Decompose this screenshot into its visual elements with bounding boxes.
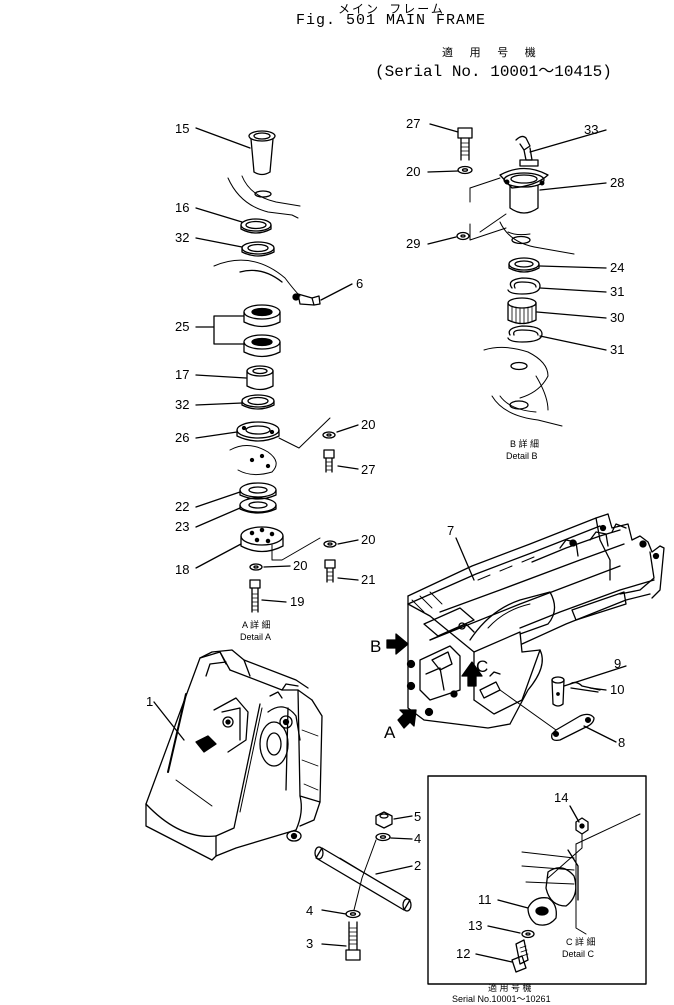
part-20-washer-a [322, 431, 336, 439]
part-31-snap-ring-upper [507, 277, 541, 295]
callout-20-c: 20 [293, 558, 307, 573]
callout-24: 24 [610, 260, 624, 275]
callout-30: 30 [610, 310, 624, 325]
callout-26: 26 [175, 430, 189, 445]
part-2-pin [314, 846, 412, 912]
arrow-label-c: C [476, 657, 488, 676]
callout-8: 8 [618, 735, 625, 750]
callout-22: 22 [175, 499, 189, 514]
callout-13: 13 [468, 918, 482, 933]
callout-6: 6 [356, 276, 363, 291]
callout-12: 12 [456, 946, 470, 961]
part-25-bearing-lower [243, 334, 281, 358]
callout-21: 21 [361, 572, 375, 587]
callout-27: 27 [361, 462, 375, 477]
part-18-plate [240, 526, 284, 553]
detail-b-jp: B 詳 細 [510, 438, 539, 449]
footer-serial: Serial No.10001～10261 [452, 994, 551, 1004]
part-24-seal [508, 257, 540, 273]
callout-4: 4 [414, 831, 421, 846]
callout-4-b: 4 [306, 903, 313, 918]
callout-1: 1 [146, 694, 153, 709]
callout-11: 11 [478, 892, 492, 907]
callout-20-b: 20 [361, 532, 375, 547]
part-27-bolt-a [323, 449, 335, 473]
part-20-washer-c [249, 563, 263, 571]
callout-3: 3 [306, 936, 313, 951]
part-25-bearing-upper [243, 304, 281, 328]
callout-18: 18 [175, 562, 189, 577]
callout-20-d: 20 [406, 164, 420, 179]
callout-15: 15 [175, 121, 189, 136]
callout-7: 7 [447, 523, 454, 538]
callout-33: 33 [584, 122, 598, 137]
callout-25: 25 [175, 319, 189, 334]
callout-32: 32 [175, 230, 189, 245]
part-17-spacer [246, 365, 274, 391]
figure-title: Fig. 501 MAIN FRAME [296, 12, 487, 29]
part-4-washer-upper [375, 832, 391, 842]
part-3-bolt [345, 921, 361, 961]
callout-23: 23 [175, 519, 189, 534]
detail-c-label: Detail C [562, 949, 595, 959]
part-30-bearing [507, 297, 537, 325]
part-19-bolt [249, 579, 261, 613]
part-22-seal [239, 482, 277, 500]
callout-5: 5 [414, 809, 421, 824]
part-32-ring-upper [241, 241, 275, 257]
part-7-main-frame [406, 513, 665, 729]
serial-range: (Serial No. 10001～10415) [375, 63, 612, 81]
part-26-cap [236, 421, 280, 442]
callout-17: 17 [175, 367, 189, 382]
detail-b-label: Detail B [506, 451, 538, 461]
part-28-housing [499, 167, 549, 214]
callout-31-b: 31 [610, 342, 624, 357]
part-21-bolt [324, 559, 336, 583]
part-16-seal [240, 218, 272, 234]
serial-japanese: 適 用 号 機 [442, 48, 541, 60]
part-20-washer-b [323, 540, 337, 548]
callout-16: 16 [175, 200, 189, 215]
arrow-label-b: B [370, 637, 381, 656]
callout-31: 31 [610, 284, 624, 299]
callout-32-lower: 32 [175, 397, 189, 412]
part-33-elbow [515, 135, 539, 167]
part-15-bushing [248, 130, 276, 176]
part-1-steering-frame [145, 649, 323, 861]
footer-serial-jp: 適 用 号 機 [488, 982, 532, 993]
part-32-ring-lower [241, 394, 275, 410]
part-8-link [551, 713, 595, 742]
part-29-washer [456, 231, 470, 241]
part-31-snap-ring-lower [507, 325, 543, 343]
part-23-seal [239, 497, 277, 514]
arrow-label-a: A [384, 723, 396, 742]
callout-9: 9 [614, 656, 621, 671]
callout-29: 29 [406, 236, 420, 251]
callout-10: 10 [610, 682, 624, 697]
callout-28: 28 [610, 175, 624, 190]
part-5-nut [375, 811, 393, 829]
callout-27-b: 27 [406, 116, 420, 131]
part-4-washer-lower [345, 909, 361, 919]
part-9-pin [551, 676, 565, 707]
callout-20: 20 [361, 417, 375, 432]
title-japanese: メイン フレーム [338, 3, 445, 17]
part-27-bolt-b [457, 127, 473, 161]
part-10-cotter-pin [569, 681, 601, 693]
detail-a-jp: A 詳 細 [242, 619, 271, 630]
detail-c-view [511, 813, 641, 973]
part-6-grease-fitting [292, 293, 321, 306]
callout-14: 14 [554, 790, 568, 805]
callout-19: 19 [290, 594, 304, 609]
part-20-washer-d [457, 165, 473, 175]
detail-a-label: Detail A [240, 632, 271, 642]
callout-2: 2 [414, 858, 421, 873]
detail-c-jp: C 詳 細 [566, 936, 596, 947]
